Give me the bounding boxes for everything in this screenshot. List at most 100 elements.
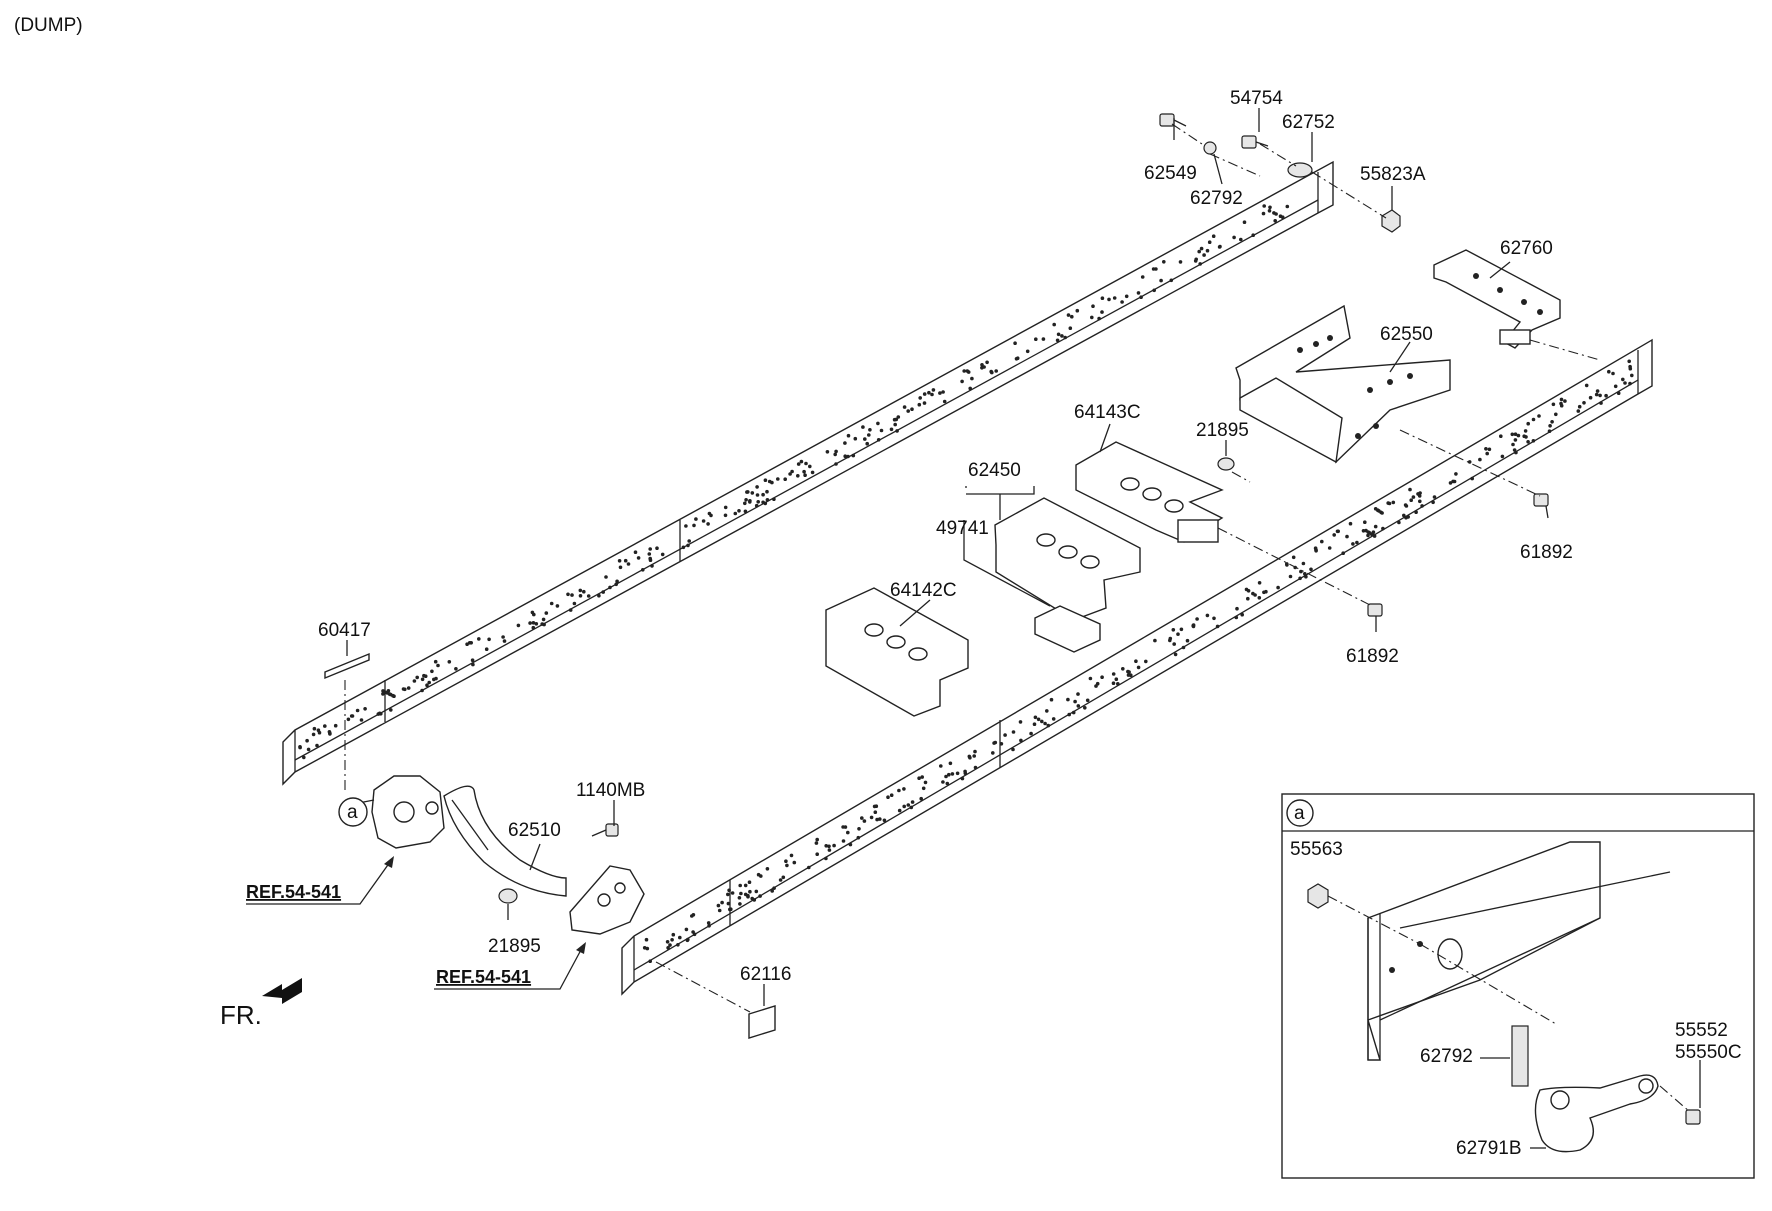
rivet-hole — [1088, 676, 1093, 681]
rivet-hole — [1380, 511, 1384, 515]
rivet-hole — [1285, 204, 1290, 209]
rivet-hole — [1134, 659, 1138, 663]
rivet-hole — [1298, 576, 1302, 581]
rivet-hole — [1599, 401, 1603, 405]
rivet-hole — [681, 545, 686, 550]
rivet-hole — [1417, 494, 1422, 498]
rivet-hole — [727, 888, 731, 893]
rivet-hole — [355, 708, 360, 713]
rivet-hole — [1251, 233, 1255, 237]
rivet-hole — [1604, 393, 1608, 398]
rivet-hole — [726, 892, 730, 897]
rivet-hole — [841, 839, 846, 843]
rivet-hole — [470, 658, 475, 662]
rivet-hole — [848, 842, 853, 847]
rivet-hole — [1041, 337, 1046, 341]
rivet-hole — [1487, 447, 1492, 452]
rivet-hole — [1485, 451, 1489, 456]
rivet-hole — [633, 550, 638, 554]
ref-label-2[interactable]: REF.54-541 — [436, 967, 531, 987]
rivet-hole — [942, 399, 947, 404]
rivet-hole — [803, 473, 807, 478]
rivet-hole — [1478, 457, 1482, 462]
rivet-hole — [1584, 383, 1589, 388]
rivet-hole — [781, 875, 786, 880]
rivet-hole — [1262, 590, 1266, 595]
rivet-hole — [748, 889, 752, 894]
nut-21895-top — [1217, 457, 1235, 471]
rivet-hole — [1246, 596, 1250, 601]
rivet-hole — [1363, 520, 1367, 524]
rivet-hole — [802, 469, 806, 474]
rivet-hole — [1576, 409, 1581, 413]
rivet-hole — [846, 830, 850, 835]
rivet-hole — [687, 539, 691, 543]
detail-label-55552: 55552 — [1675, 1020, 1728, 1041]
rivet-hole — [420, 677, 425, 682]
rivet-hole — [433, 659, 438, 664]
detail-label-55550C: 55550C — [1675, 1042, 1742, 1063]
label-61892-b: 61892 — [1346, 646, 1399, 667]
rivet-hole — [1404, 515, 1408, 520]
rivet-hole — [1068, 326, 1073, 331]
rivet-hole — [1168, 636, 1173, 641]
rivet-hole — [948, 761, 953, 766]
rivet-hole — [1411, 495, 1416, 499]
rivet-hole — [644, 937, 649, 942]
rivet-hole — [889, 427, 894, 432]
rivet-hole — [955, 771, 960, 776]
rivet-hole — [755, 485, 759, 489]
rivet-hole — [614, 582, 618, 587]
rivet-hole — [484, 647, 489, 651]
rivet-hole — [1060, 334, 1064, 338]
rivet-hole — [528, 621, 532, 625]
rivet-hole — [1500, 454, 1505, 459]
rivet-hole — [1253, 593, 1257, 597]
rivet-hole — [1121, 667, 1125, 671]
leader-lines — [342, 108, 1549, 1006]
washer-62792-top — [1203, 141, 1217, 155]
rivet-hole — [389, 708, 393, 712]
rivet-hole — [648, 558, 653, 562]
ref-label-1[interactable]: REF.54-541 — [246, 882, 341, 902]
rivet-hole — [843, 441, 847, 445]
rivet-hole — [743, 509, 748, 514]
rivet-hole — [531, 621, 536, 625]
rivet-hole — [1036, 717, 1041, 722]
rivet-hole — [570, 593, 574, 597]
rivet-hole — [758, 894, 762, 898]
rivet-hole — [846, 454, 850, 459]
rivet-hole — [1267, 209, 1272, 213]
rivet-hole — [1066, 313, 1071, 317]
rivet-hole — [1171, 628, 1176, 632]
rivet-hole — [876, 438, 881, 442]
rivet-hole — [1588, 395, 1593, 400]
rivet-hole — [1274, 212, 1278, 216]
rivet-hole — [422, 673, 426, 678]
rivet-hole — [676, 943, 680, 947]
rivet-hole — [763, 478, 768, 483]
rivet-hole — [772, 497, 776, 502]
rivet-hole — [1056, 332, 1061, 337]
rivet-hole — [874, 804, 879, 808]
bolt-61892-a — [1533, 493, 1549, 507]
rivet-hole — [968, 755, 972, 760]
rivet-hole — [487, 637, 491, 642]
rivet-hole — [1162, 260, 1166, 264]
rivet-hole — [868, 428, 872, 432]
rivet-hole — [894, 417, 899, 422]
rivet-hole — [827, 848, 832, 852]
rivet-hole — [902, 405, 907, 409]
rivet-hole — [726, 901, 731, 906]
rivet-hole — [328, 731, 332, 735]
rivet-hole — [922, 401, 927, 405]
rivet-hole — [686, 937, 690, 942]
label-62116: 62116 — [740, 964, 791, 985]
crossmember-62550 — [1235, 304, 1451, 464]
label-49741: 49741 — [936, 518, 989, 539]
rivet-hole — [729, 907, 733, 911]
rivet-hole — [1408, 487, 1412, 492]
rivet-hole — [641, 568, 645, 572]
rivet-hole — [1467, 460, 1472, 464]
